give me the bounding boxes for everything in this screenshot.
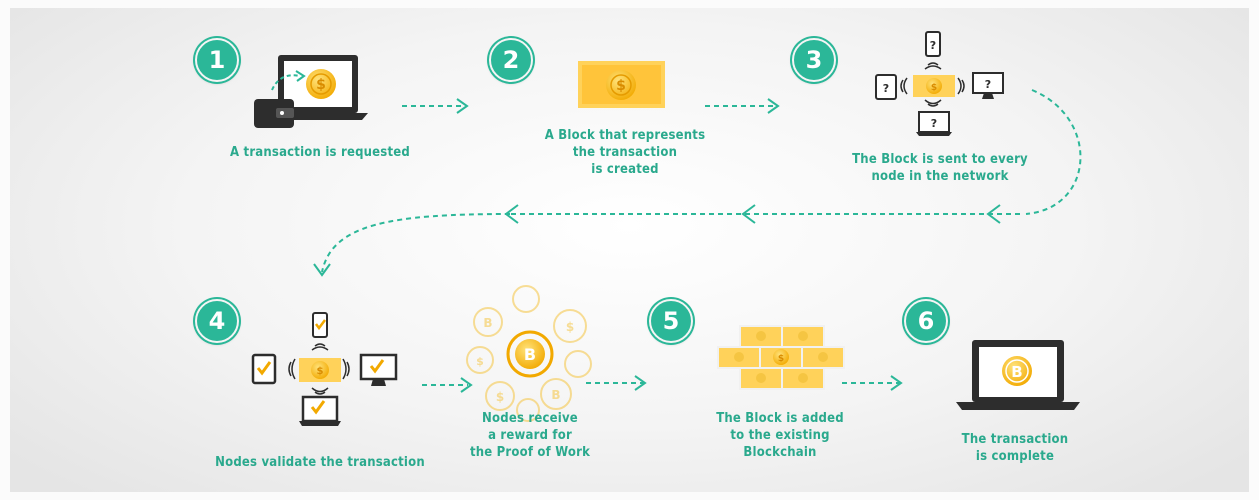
svg-text:?: ? — [985, 78, 991, 91]
svg-text:B: B — [483, 316, 492, 330]
block-banknote-icon: $ — [578, 61, 665, 108]
reward-coins-icon: B $ $ B $ — [466, 285, 592, 422]
step-6-caption: The transaction is complete — [961, 432, 1069, 464]
step-6-badge: 6 — [904, 299, 948, 343]
laptop-bitcoin-icon: B — [956, 340, 1080, 410]
svg-text:$: $ — [566, 320, 574, 334]
reward-caption: Nodes receive a reward for the Proof of … — [469, 411, 591, 460]
dollar-glyph: $ — [616, 78, 626, 94]
svg-text:?: ? — [930, 39, 936, 52]
svg-text:$: $ — [496, 390, 504, 404]
validation-nodes-icon: $ — [251, 312, 398, 426]
svg-text:?: ? — [883, 82, 889, 95]
step-4-caption: Nodes validate the transaction — [215, 455, 425, 470]
dollar-glyph: $ — [316, 77, 326, 93]
step-1-caption: A transaction is requested — [230, 145, 410, 160]
svg-text:$: $ — [476, 355, 484, 368]
step-3-caption: The Block is sent to every node in the n… — [852, 152, 1028, 184]
diagram-artwork: $ $ ? ? $ — [251, 31, 1082, 426]
step-3-badge: 3 — [792, 38, 836, 82]
step-2-badge: 2 — [489, 38, 533, 82]
svg-text:B: B — [1011, 363, 1022, 381]
svg-text:$: $ — [778, 354, 784, 364]
bitcoin-coin-icon: B — [506, 330, 554, 378]
blockchain-process-diagram: $ $ ? ? $ — [10, 8, 1249, 492]
broadcast-nodes-icon: ? ? $ ? ? — [875, 31, 1004, 136]
svg-text:$: $ — [317, 366, 324, 377]
blockchain-blocks-icon: $ — [717, 325, 845, 390]
svg-text:$: $ — [931, 83, 937, 93]
step-5-caption: The Block is added to the existing Block… — [716, 411, 844, 460]
step-2-caption: A Block that represents the transaction … — [544, 128, 706, 177]
svg-text:?: ? — [931, 117, 937, 130]
svg-text:B: B — [551, 388, 560, 402]
step-4-badge: 4 — [195, 299, 239, 343]
step-5-badge: 5 — [649, 299, 693, 343]
laptop-wallet-icon: $ — [254, 55, 368, 128]
arrow-curve-to-4 — [321, 213, 511, 273]
svg-text:B: B — [524, 345, 536, 364]
arrow-3-curve — [1025, 89, 1082, 215]
step-1-badge: 1 — [195, 38, 239, 82]
